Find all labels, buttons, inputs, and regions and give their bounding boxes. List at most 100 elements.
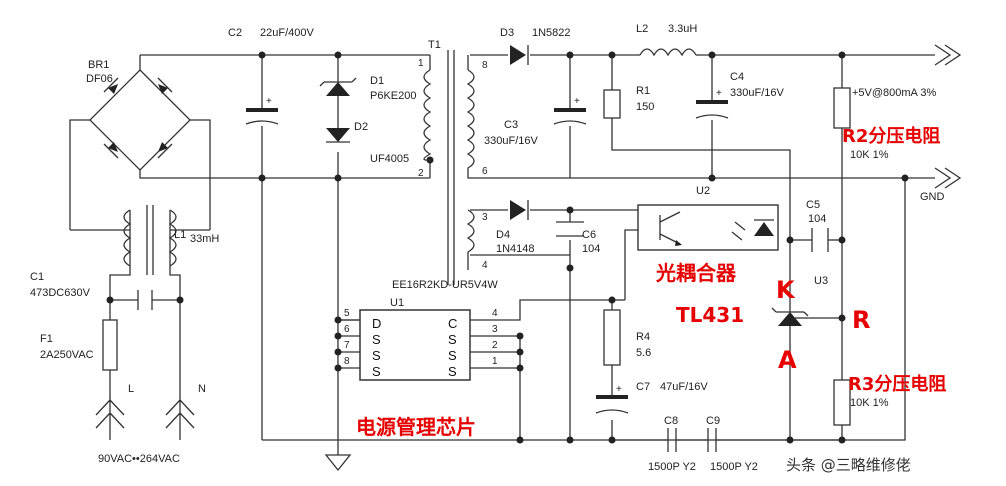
annotation-tl431: TL431 xyxy=(676,303,744,327)
label-c3: C3 xyxy=(504,119,518,131)
component-labels: BR1 DF06 C2 22uF/400V T1 D3 1N5822 L2 3.… xyxy=(30,23,945,473)
u1-name-c: C xyxy=(448,316,457,331)
label-d4-part: 1N4148 xyxy=(496,243,535,255)
label-l1-val: 33mH xyxy=(190,233,219,245)
label-d4: D4 xyxy=(496,229,510,241)
label-c4: C4 xyxy=(730,71,744,83)
inductors xyxy=(123,48,700,285)
label-n-input: N xyxy=(198,383,206,395)
ac-input-plugs xyxy=(95,399,195,440)
u1-name-s5: S xyxy=(448,348,457,363)
watermark: 头条 @三略维修佬 xyxy=(786,456,911,474)
u1-name-s6: S xyxy=(448,364,457,379)
label-t1-part: EE16R2KD-UR5V4W xyxy=(392,279,498,291)
label-c7: C7 xyxy=(636,381,650,393)
label-l1: L1 xyxy=(174,229,186,241)
u1-name-s3: S xyxy=(372,364,381,379)
label-c2: C2 xyxy=(228,27,242,39)
label-r2-val: 10K 1% xyxy=(850,149,889,161)
label-c1-val: 473DC630V xyxy=(30,287,91,299)
label-r3-val: 10K 1% xyxy=(850,397,889,409)
annotation-optocoupler: 光耦合器 xyxy=(655,261,737,285)
u1-name-s4: S xyxy=(448,332,457,347)
label-c4-val: 330uF/16V xyxy=(730,87,784,99)
label-input-range: 90VAC••264VAC xyxy=(98,453,180,465)
t1-pin-1: 1 xyxy=(418,58,424,69)
label-u2: U2 xyxy=(696,185,710,197)
label-c1: C1 xyxy=(30,271,44,283)
tl431-u3 xyxy=(771,300,809,340)
label-u1: U1 xyxy=(390,297,404,309)
diodes xyxy=(319,45,529,220)
capacitors: + + + + xyxy=(137,88,829,452)
label-c8-val: 1500P Y2 xyxy=(648,461,696,473)
label-c2-val: 22uF/400V xyxy=(260,27,314,39)
svg-text:+: + xyxy=(574,96,580,107)
t1-pin-labels: 1 2 8 6 3 4 xyxy=(418,58,488,271)
label-c6: C6 xyxy=(582,229,596,241)
label-d1: D1 xyxy=(370,75,384,87)
resistors xyxy=(603,87,851,426)
svg-text:+: + xyxy=(616,384,622,395)
u1-pin-labels: 5 6 7 8 4 3 2 1 D S S S C S S S xyxy=(344,308,498,379)
junctions xyxy=(106,51,909,444)
label-u3: U3 xyxy=(814,275,828,287)
label-output: +5V@800mA 3% xyxy=(852,87,936,99)
label-d1-part: P6KE200 xyxy=(370,90,416,102)
label-c6-val: 104 xyxy=(582,243,600,255)
label-c3-val: 330uF/16V xyxy=(484,135,538,147)
label-l2-val: 3.3uH xyxy=(668,23,697,35)
wires xyxy=(69,54,935,455)
label-t1: T1 xyxy=(428,39,441,51)
u1-pin-1: 1 xyxy=(492,356,498,367)
label-d3-part: 1N5822 xyxy=(532,27,571,39)
label-gnd: GND xyxy=(920,191,945,203)
fuse-symbol xyxy=(102,319,118,371)
annotation-r2: R2分压电阻 xyxy=(842,125,940,147)
ground-symbol xyxy=(324,454,352,472)
label-br1: BR1 xyxy=(88,59,109,71)
annotation-r3: R3分压电阻 xyxy=(848,373,946,395)
label-c5: C5 xyxy=(806,199,820,211)
u1-name-s2: S xyxy=(372,348,381,363)
label-br1-part: DF06 xyxy=(86,73,113,85)
annotation-r: R xyxy=(852,306,870,334)
svg-text:+: + xyxy=(266,96,272,107)
u1-name-s1: S xyxy=(372,332,381,347)
annotation-pmic: 电源管理芯片 xyxy=(356,415,476,439)
svg-text:+: + xyxy=(716,88,722,99)
u1-pin-5: 5 xyxy=(344,308,350,319)
annotation-k: K xyxy=(776,276,796,304)
label-l2: L2 xyxy=(636,23,648,35)
label-c9-val: 1500P Y2 xyxy=(710,461,758,473)
label-d3: D3 xyxy=(500,27,514,39)
t1-pin-8: 8 xyxy=(482,60,488,71)
annotations: R2分压电阻 R3分压电阻 光耦合器 K TL431 R A 电源管理芯片 xyxy=(356,125,946,439)
u1-pin-3: 3 xyxy=(492,324,498,335)
label-r4-val: 5.6 xyxy=(636,347,651,359)
label-f1: F1 xyxy=(40,333,53,345)
label-l-input: L xyxy=(128,383,134,395)
u1-name-d: D xyxy=(372,316,381,331)
label-c5-val: 104 xyxy=(808,213,826,225)
t1-pin-4: 4 xyxy=(482,260,488,271)
t1-pin-6: 6 xyxy=(482,166,488,177)
u1-pin-2: 2 xyxy=(492,340,498,351)
output-terminals xyxy=(934,44,962,189)
u1-pin-8: 8 xyxy=(344,356,350,367)
t1-pin-3: 3 xyxy=(482,212,488,223)
pmic-u1 xyxy=(359,309,471,381)
t1-pin-2: 2 xyxy=(418,168,424,179)
label-d2: D2 xyxy=(354,121,368,133)
label-f1-val: 2A250VAC xyxy=(40,349,94,361)
label-r1-val: 150 xyxy=(636,101,654,113)
label-c7-val: 47uF/16V xyxy=(660,381,708,393)
bridge-rectifier xyxy=(103,77,173,159)
label-r1: R1 xyxy=(636,85,650,97)
annotation-a: A xyxy=(778,346,797,374)
label-c9: C9 xyxy=(706,415,720,427)
u1-pin-7: 7 xyxy=(344,340,350,351)
u1-pin-6: 6 xyxy=(344,324,350,335)
